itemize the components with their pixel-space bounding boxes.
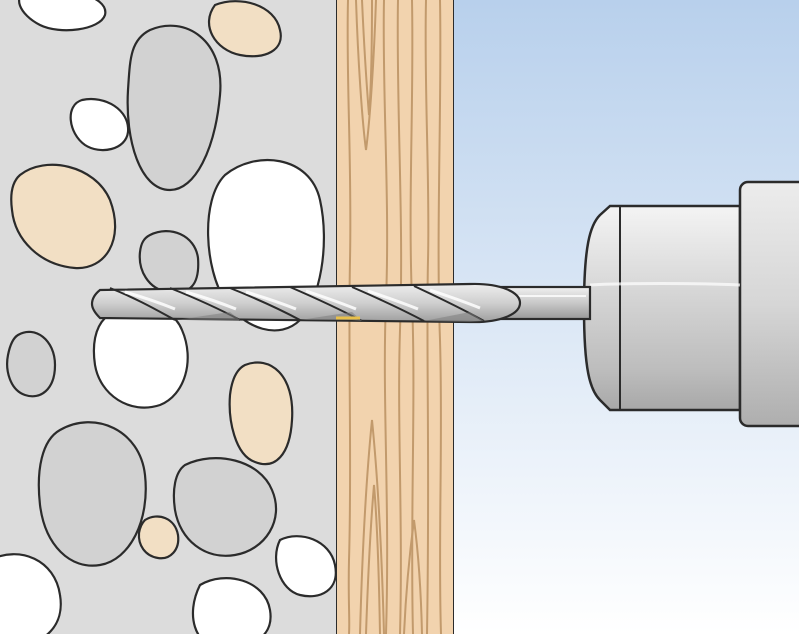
aggregate-stone xyxy=(0,553,62,634)
aggregate-stone xyxy=(92,304,189,409)
aggregate-stone xyxy=(191,577,272,634)
aggregate-stone xyxy=(37,421,147,567)
drill-bit-flutes xyxy=(90,282,522,324)
drill-chuck-nose xyxy=(582,204,742,412)
aggregate-stone xyxy=(18,0,107,32)
aggregate-stone xyxy=(6,330,57,398)
drill-chuck xyxy=(582,180,799,428)
drill-chuck-body xyxy=(738,180,799,428)
aggregate-stone xyxy=(172,457,278,557)
aggregate-stone xyxy=(137,515,180,560)
aggregate-stone xyxy=(10,163,117,270)
aggregate-stone xyxy=(208,0,282,58)
aggregate-stone xyxy=(126,24,222,192)
aggregate-stone xyxy=(69,97,130,152)
aggregate-stone xyxy=(275,535,336,598)
aggregate-stone xyxy=(228,361,294,466)
